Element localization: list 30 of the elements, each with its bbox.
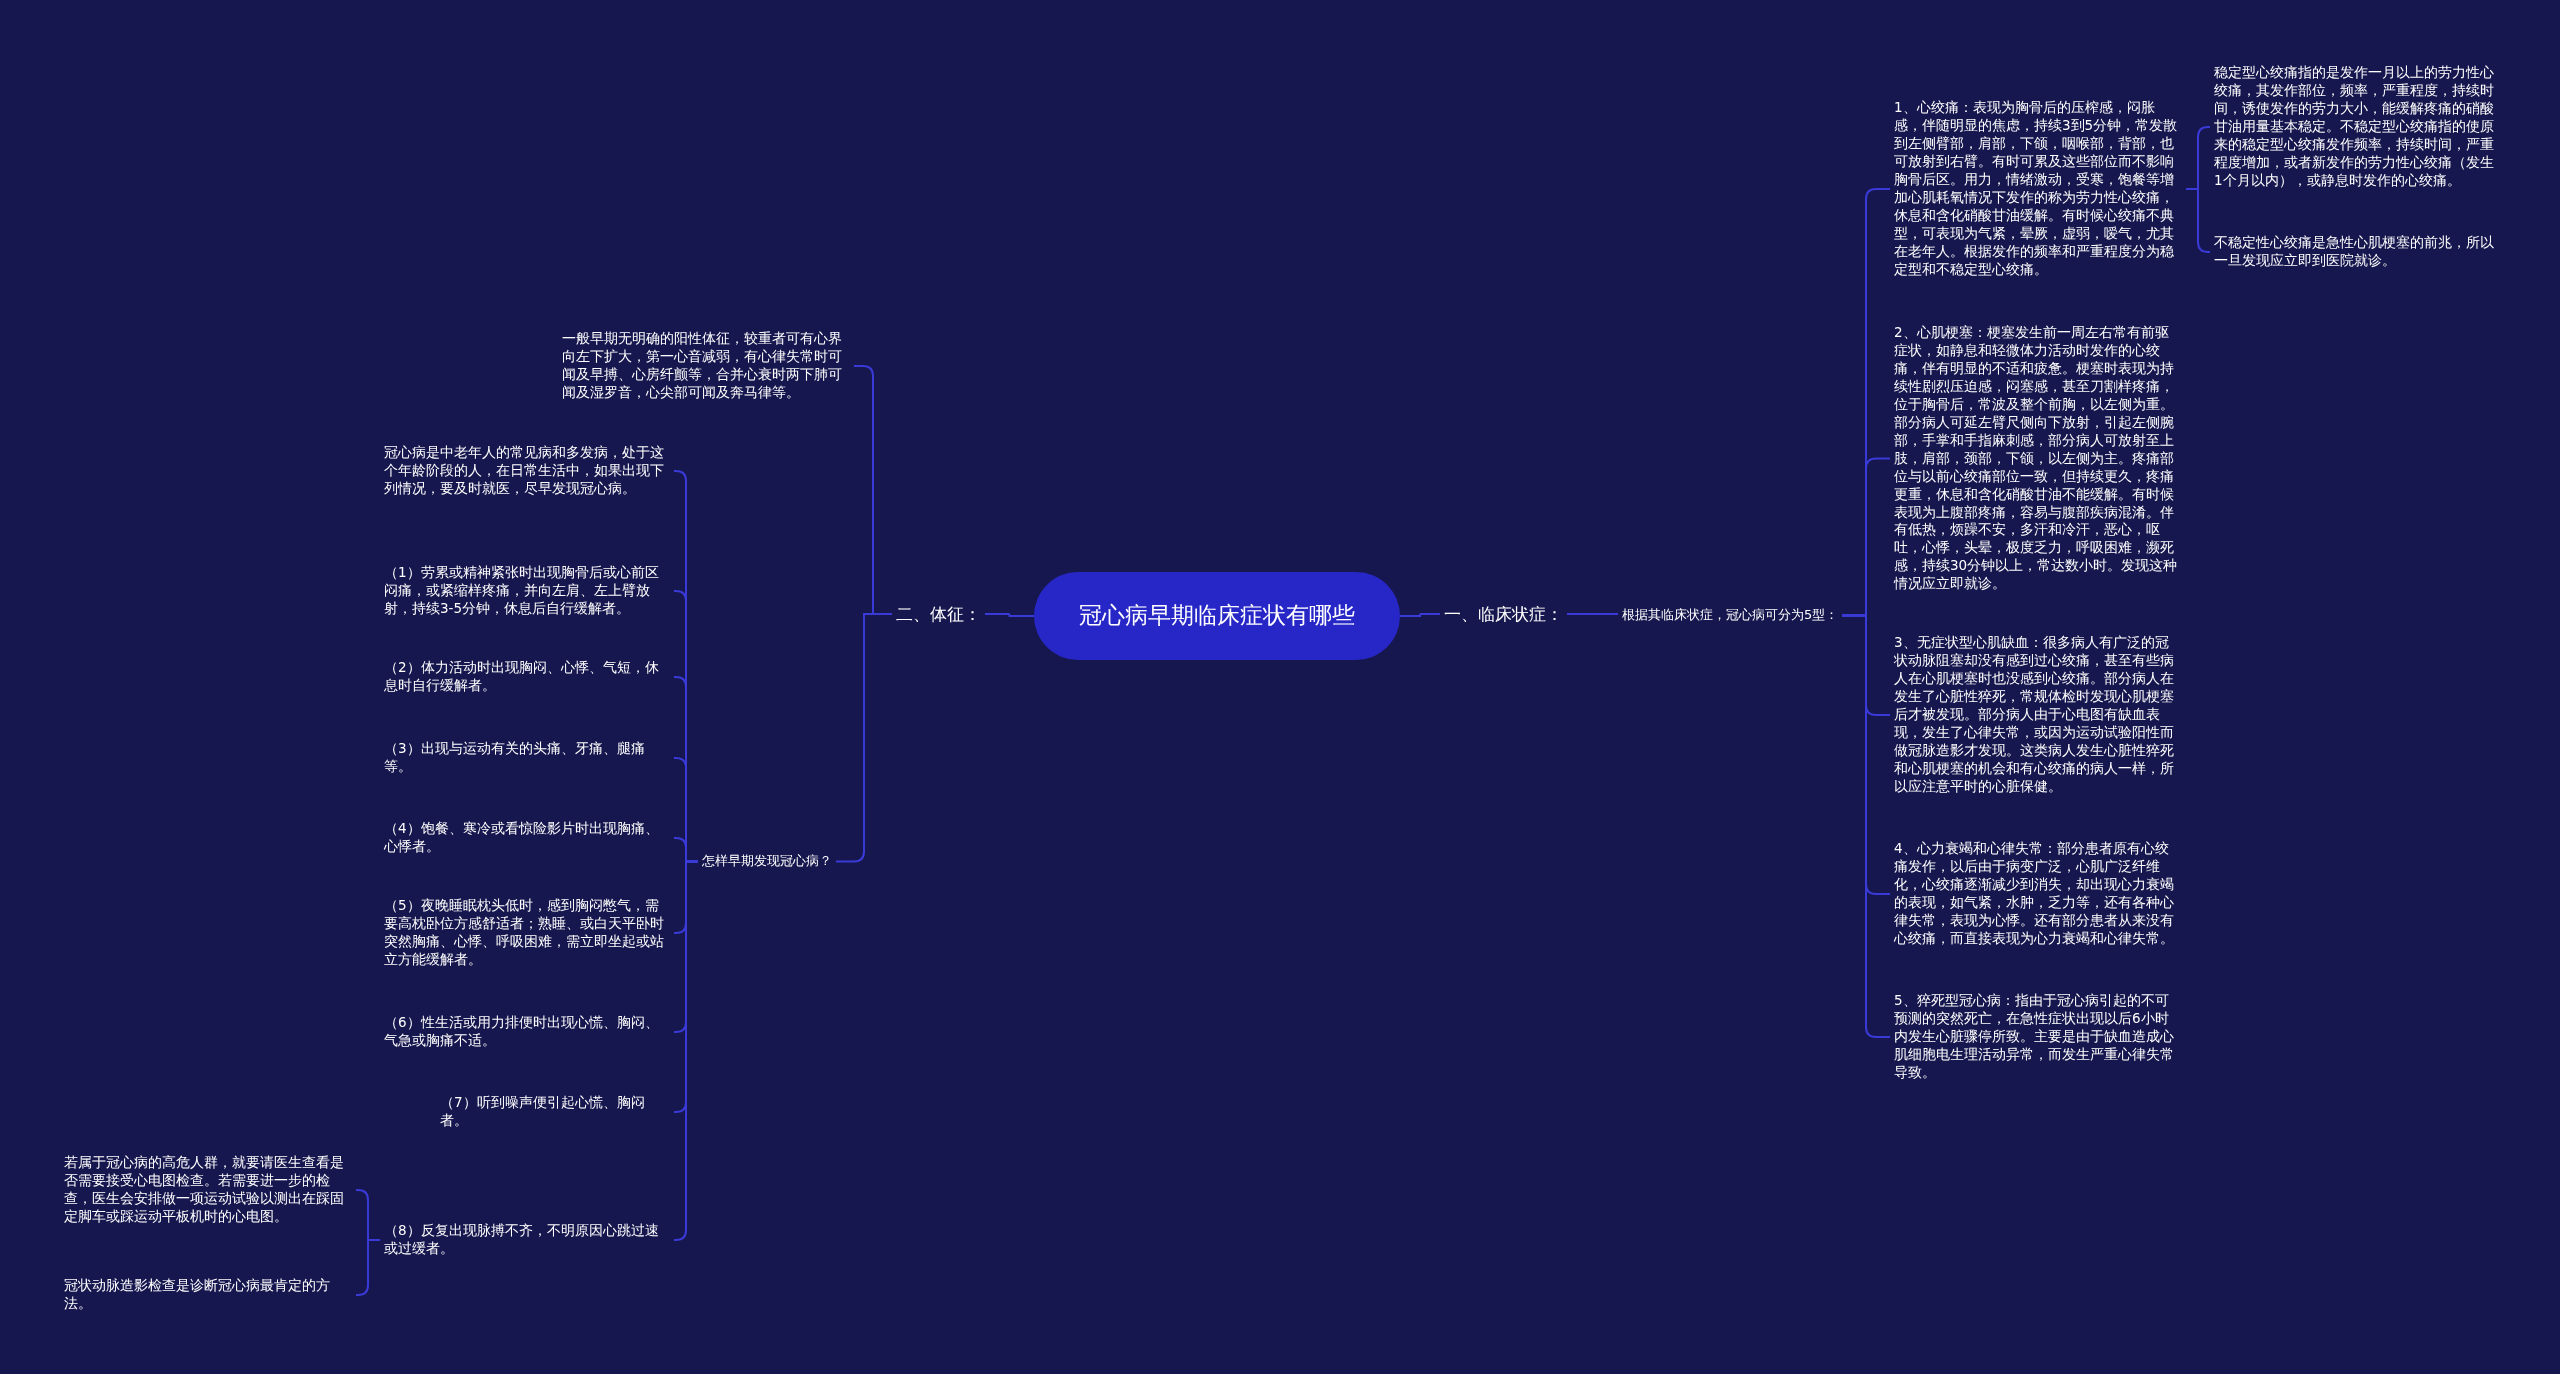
connector-line	[673, 860, 699, 1241]
note-text: （3）出现与运动有关的头痛、牙痛、腿痛等。	[380, 738, 674, 778]
note-text: 4、心力衰竭和心律失常：部分患者原有心绞痛发作，以后由于病变广泛，心肌广泛纤维化，心绞痛逐渐减少到消失，却出现心力衰竭的表现，如气紧，水肿，乏力等，还有各种心律失常，表现为心悸。还有部分患者从来没有心绞痛，而直接表现为心力衰竭和心律失常。	[1890, 838, 2186, 950]
branch-topic: 一、临床状症：	[1440, 601, 1567, 628]
note-text: 一般早期无明确的阳性体征，较重者可有心界向左下扩大，第一心音减弱，有心律失常时可闻及早搏、心房纤颤等，合并心衰时两下肺可闻及湿罗音，心尖部可闻及奔马律等。	[558, 328, 854, 404]
note-text: 1、心绞痛：表现为胸骨后的压榨感，闷胀感，伴随明显的焦虑，持续3到5分钟，常发散到左侧臂部，肩部，下颌，咽喉部，背部，也可放射到右臂。有时可累及这些部位而不影响胸骨后区。用力，情绪激动，受寒，饱餐等增加心肌耗氧情况下发作的称为劳力性心绞痛，休息和含化硝酸甘油缓解。有时候心绞痛不典型，可表现为气紧，晕厥，虚弱，嗳气，尤其在老年人。根据发作的频率和严重程度分为稳定型和不稳定型心绞痛。	[1890, 97, 2186, 281]
subtopic-text: 怎样早期发现冠心病？	[698, 851, 836, 872]
note-text: （2）体力活动时出现胸闷、心悸、气短，休息时自行缓解者。	[380, 657, 674, 697]
connector-line	[1566, 613, 1619, 615]
note-text: 不稳定性心绞痛是急性心肌梗塞的前兆，所以一旦发现应立即到医院就诊。	[2210, 232, 2506, 272]
note-text: 冠状动脉造影检查是诊断冠心病最肯定的方法。	[60, 1275, 356, 1315]
central-topic: 冠心病早期临床症状有哪些	[1034, 572, 1400, 660]
connector-line	[2185, 188, 2211, 253]
note-text: （1）劳累或精神紧张时出现胸骨后或心前区闷痛，或紧缩样疼痛，并向左肩、左上臂放射，持续3-5分钟，休息后自行缓解者。	[380, 562, 674, 620]
connector-line	[1399, 613, 1441, 617]
note-text: （7）听到噪声便引起心慌、胸闷者。	[436, 1092, 674, 1132]
connector-line	[984, 613, 1035, 617]
note-text: （8）反复出现脉搏不齐，不明原因心跳过速或过缓者。	[380, 1220, 674, 1260]
branch-topic: 二、体征：	[892, 601, 985, 628]
note-text: 2、心肌梗塞：梗塞发生前一周左右常有前驱症状，如静息和轻微体力活动时发作的心绞痛，伴有明显的不适和疲惫。梗塞时表现为持续性剧烈压迫感，闷塞感，甚至刀割样疼痛，位于胸骨后，常波及整个前胸，以左侧为重。部分病人可延左臂尺侧向下放射，引起左侧腕部，手掌和手指麻刺感，部分病人可放射至上肢，肩部，颈部，下颌，以左侧为主。疼痛部位与以前心绞痛部位一致，但持续更久，疼痛更重，休息和含化硝酸甘油不能缓解。有时候表现为上腹部疼痛，容易与腹部疾病混淆。伴有低热，烦躁不安，多汗和冷汗，恶心，呕吐，心悸，头晕，极度乏力，呼吸困难，濒死感，持续30分钟以上，常达数小时。发现这种情况应立即就诊。	[1890, 322, 2186, 596]
note-text: 冠心病是中老年人的常见病和多发病，处于这个年龄阶段的人，在日常生活中，如果出现下列情况，要及时就医，尽早发现冠心病。	[380, 442, 674, 500]
subtopic-text: 根据其临床状症，冠心病可分为5型：	[1618, 605, 1843, 626]
note-text: 稳定型心绞痛指的是发作一月以上的劳力性心绞痛，其发作部位，频率，严重程度，持续时间，诱使发作的劳力大小，能缓解疼痛的硝酸甘油用量基本稳定。不稳定型心绞痛指的使原来的稳定型心绞痛发作频率，持续时间，严重程度增加，或者新发作的劳力性心绞痛（发生1个月以内），或静息时发作的心绞痛。	[2210, 62, 2506, 192]
note-text: （4）饱餐、寒冷或看惊险影片时出现胸痛、心悸者。	[380, 818, 674, 858]
note-text: 3、无症状型心肌缺血：很多病人有广泛的冠状动脉阻塞却没有感到过心绞痛，甚至有些病人在心肌梗塞时也没感到心绞痛。部分病人在发生了心脏性猝死，常规体检时发现心肌梗塞后才被发现。部分病人由于心电图有缺血表现，发生了心律失常，或因为运动试验阳性而做冠脉造影才发现。这类病人发生心脏性猝死和心肌梗塞的机会和有心绞痛的病人一样，所以应注意平时的心脏保健。	[1890, 632, 2186, 798]
note-text: 5、猝死型冠心病：指由于冠心病引起的不可预测的突然死亡，在急性症状出现以后6小时内发生心脏骤停所致。主要是由于缺血造成心肌细胞电生理活动异常，而发生严重心律失常导致。	[1890, 990, 2186, 1084]
note-text: 若属于冠心病的高危人群，就要请医生查看是否需要接受心电图检查。若需要进一步的检查，医生会安排做一项运动试验以测出在踩固定脚车或踩运动平板机时的心电图。	[60, 1152, 356, 1228]
note-text: （6）性生活或用力排便时出现心慌、胸闷、气急或胸痛不适。	[380, 1012, 674, 1052]
connector-line	[355, 1239, 381, 1296]
note-text: （5）夜晚睡眠枕头低时，感到胸闷憋气，需要高枕卧位方感舒适者；熟睡、或白天平卧时突然胸痛、心悸、呼吸困难，需立即坐起或站立方能缓解者。	[380, 895, 674, 971]
